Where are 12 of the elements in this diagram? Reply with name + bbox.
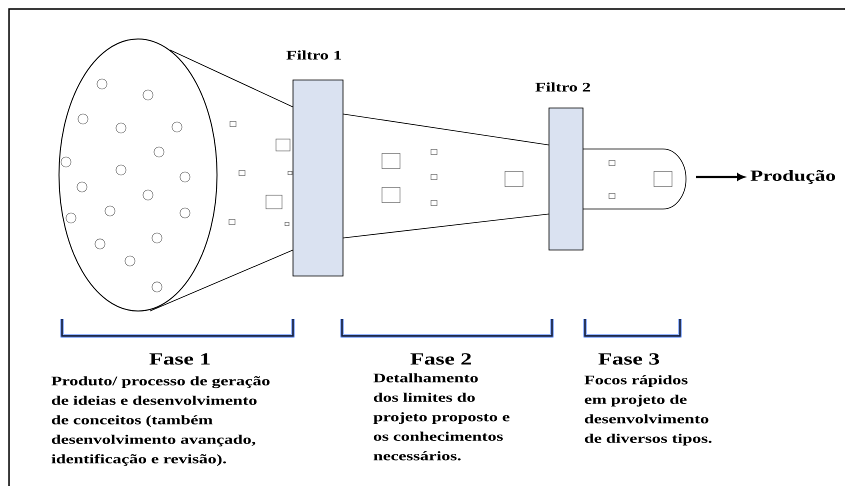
phase-description: Focos rápidos em projeto de desenvolvimento de diversos tipos. — [584, 375, 712, 446]
node-label: Filtro 2 — [535, 82, 590, 92]
phase-description: Produto/ processo de geração de ideias e desenvolvimento de conceitos (também desenvolvimento avançado, identificação e revisão). — [52, 376, 270, 466]
phase-title: Fase 1 — [150, 353, 210, 365]
output-label: Produção — [750, 170, 836, 184]
phase-title: Fase 2 — [410, 353, 471, 365]
phase-title: Fase 3 — [598, 353, 660, 365]
phase-description: Detalhamento dos limites do projeto proposto e os conhecimentos necessários. — [373, 373, 510, 460]
filter-box: Filtro 2 — [535, 82, 590, 250]
filter-box: Filtro 1 — [286, 50, 344, 276]
arrow — [696, 173, 745, 181]
node-label: Filtro 1 — [286, 50, 341, 60]
